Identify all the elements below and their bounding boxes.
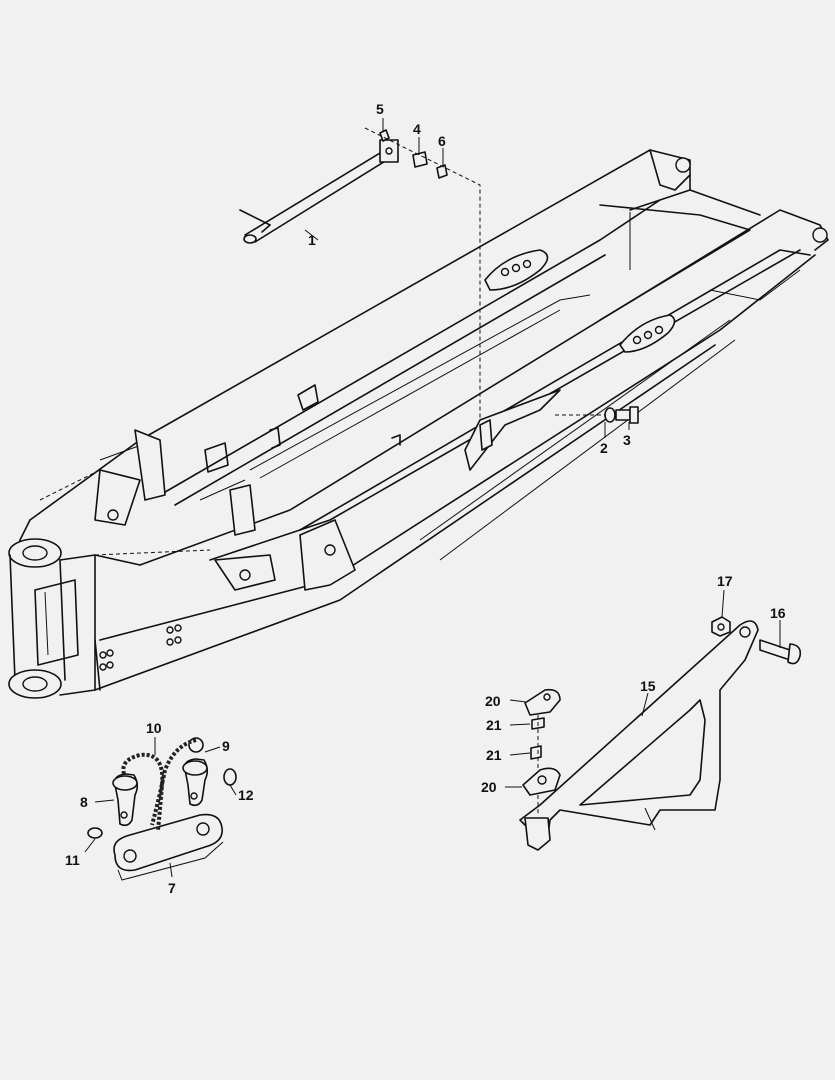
callout-7: 7 xyxy=(168,880,176,896)
callout-1: 1 xyxy=(308,232,316,248)
callout-3: 3 xyxy=(623,432,631,448)
bracket-assembly xyxy=(519,616,802,851)
bolt-washer-2-3 xyxy=(555,406,639,424)
callout-9: 9 xyxy=(222,738,230,754)
callout-21-top: 21 xyxy=(486,717,502,733)
callout-labels: 5 4 6 1 2 3 17 16 15 20 21 21 20 10 9 8 … xyxy=(65,101,786,896)
leader-lines xyxy=(84,118,781,878)
callout-2: 2 xyxy=(600,440,608,456)
callout-5: 5 xyxy=(376,101,384,117)
callout-15: 15 xyxy=(640,678,656,694)
boom-frame xyxy=(8,149,829,699)
callout-17: 17 xyxy=(717,573,733,589)
callout-20-top: 20 xyxy=(485,693,501,709)
callout-16: 16 xyxy=(770,605,786,621)
rod-assembly xyxy=(239,127,481,420)
pin-link-kit xyxy=(87,737,237,881)
callout-11: 11 xyxy=(65,852,80,868)
callout-4: 4 xyxy=(413,121,421,137)
callout-12: 12 xyxy=(238,787,254,803)
callout-21-bottom: 21 xyxy=(486,747,502,763)
callout-20-bottom: 20 xyxy=(481,779,497,795)
callout-8: 8 xyxy=(80,794,88,810)
callout-10: 10 xyxy=(146,720,162,736)
callout-6: 6 xyxy=(438,133,446,149)
